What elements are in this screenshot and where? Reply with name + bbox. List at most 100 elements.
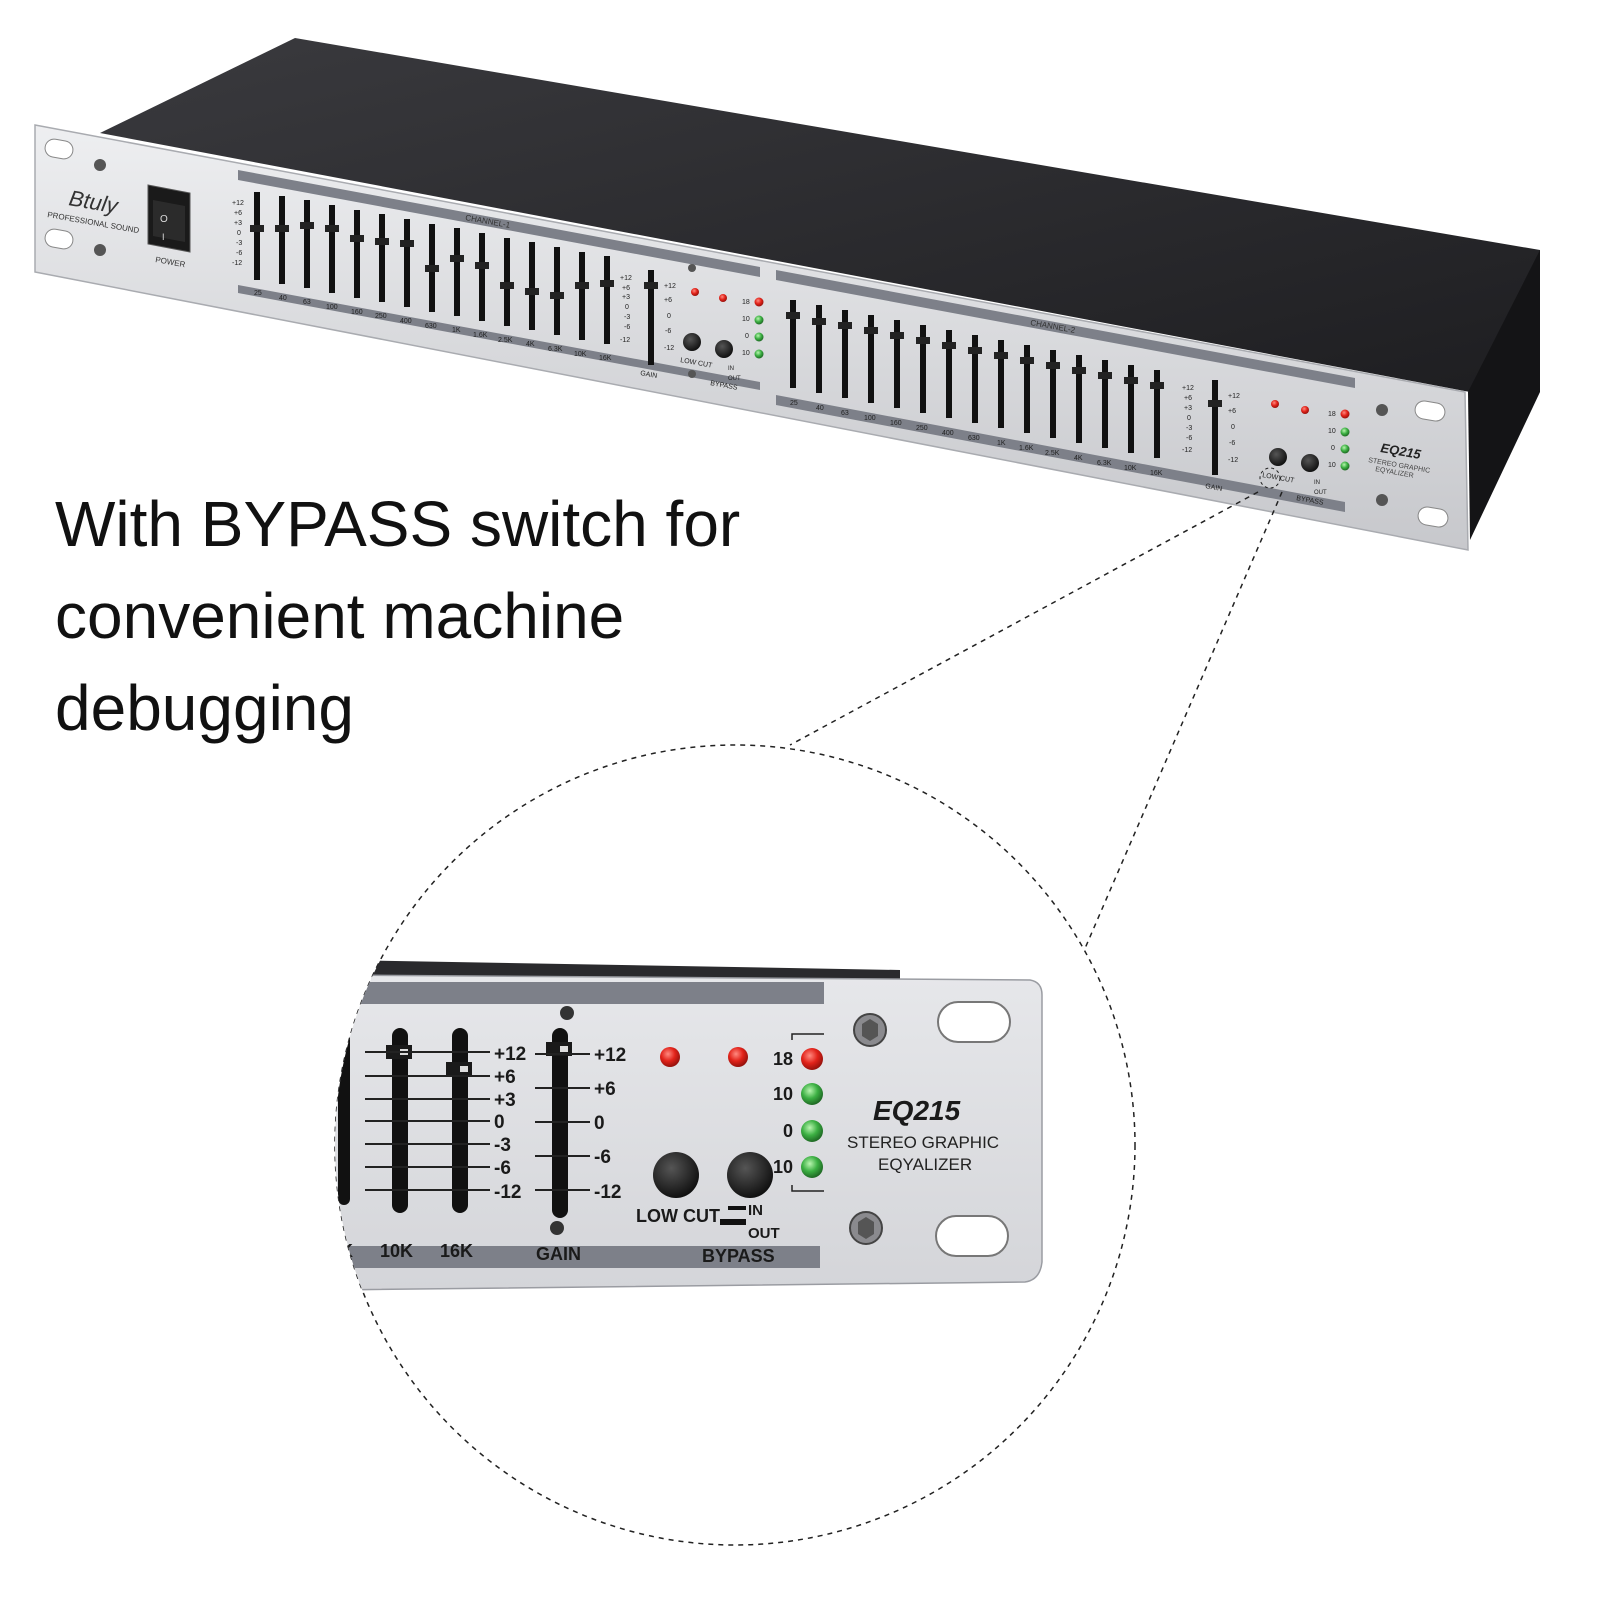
zoom-lowcut-button[interactable] <box>653 1152 699 1198</box>
svg-text:0: 0 <box>1231 424 1235 431</box>
zoom-gain-label: GAIN <box>536 1244 581 1264</box>
channel2-slider-9[interactable] <box>994 340 1008 428</box>
channel1-slider-7[interactable] <box>400 219 414 307</box>
svg-text:100: 100 <box>326 304 338 311</box>
svg-text:1K: 1K <box>997 440 1006 447</box>
channel2-bypass-label: BYPASS <box>1296 495 1325 507</box>
channel1-gain-slider[interactable] <box>644 270 658 365</box>
channel1-slider-13[interactable] <box>550 247 564 335</box>
channel1-slider-5[interactable] <box>350 210 364 298</box>
svg-text:18: 18 <box>742 299 750 306</box>
channel1-slider-12[interactable] <box>525 242 539 330</box>
svg-text:10: 10 <box>742 316 750 323</box>
front-panel <box>34 124 1469 551</box>
svg-text:+12: +12 <box>1182 385 1194 392</box>
channel2-slider-5[interactable] <box>890 320 904 408</box>
channel2-slider-2[interactable] <box>812 305 826 393</box>
svg-text:0: 0 <box>1187 415 1191 422</box>
svg-text:2.5K: 2.5K <box>1045 450 1060 457</box>
channel2-slider-13[interactable] <box>1098 360 1112 448</box>
channel2-bypass-led <box>1301 406 1309 414</box>
channel1-slider-2[interactable] <box>275 196 289 284</box>
svg-text:4K: 4K <box>526 341 535 348</box>
channel2-top-strip <box>776 270 1355 388</box>
svg-text:6.3K: 6.3K <box>548 346 563 353</box>
svg-text:-12: -12 <box>1182 447 1192 454</box>
svg-text:10: 10 <box>773 1084 793 1104</box>
svg-text:+3: +3 <box>494 1090 516 1111</box>
zoom-bypass-button[interactable] <box>727 1152 773 1198</box>
channel2-slider-12[interactable] <box>1072 355 1086 443</box>
svg-text:16K: 16K <box>1150 470 1163 477</box>
channel1-slider-8[interactable] <box>425 224 439 312</box>
channel1-slider-3[interactable] <box>300 200 314 288</box>
channel1-slider-10[interactable] <box>475 233 489 321</box>
svg-text:-3: -3 <box>1186 425 1192 432</box>
channel1-lowcut-button[interactable] <box>683 333 701 351</box>
svg-text:4K: 4K <box>1074 455 1083 462</box>
svg-text:25: 25 <box>790 400 798 407</box>
svg-text:160: 160 <box>351 309 363 316</box>
channel2-slider-7[interactable] <box>942 330 956 418</box>
channel1-bypass-button[interactable] <box>715 340 733 358</box>
svg-text:+6: +6 <box>1184 395 1192 402</box>
channel1-out-label: OUT <box>728 376 741 382</box>
svg-text:25: 25 <box>254 290 262 297</box>
channel1-lowcut-led <box>691 288 699 296</box>
svg-text:+12: +12 <box>594 1045 626 1066</box>
screw-icon <box>688 264 696 272</box>
channel2-bypass-button[interactable] <box>1301 454 1319 472</box>
svg-text:-6: -6 <box>594 1147 611 1168</box>
screw-icon <box>688 370 696 378</box>
svg-text:+3: +3 <box>234 220 242 227</box>
svg-text:160: 160 <box>890 420 902 427</box>
svg-text:-6: -6 <box>624 324 630 331</box>
zoom-slider-partial[interactable] <box>338 1030 350 1205</box>
svg-text:0: 0 <box>494 1112 505 1133</box>
channel1-gain-scale: +12 +6 0 -6 -12 <box>664 283 676 352</box>
channel1-slider-14[interactable] <box>575 252 589 340</box>
power-switch[interactable]: O I <box>147 184 191 253</box>
channel2-meter: 18 10 0 10 <box>1328 409 1350 471</box>
svg-text:0: 0 <box>594 1113 605 1134</box>
svg-text:6.3K: 6.3K <box>1097 460 1112 467</box>
channel2-slider-4[interactable] <box>864 315 878 403</box>
channel1-bypass-led <box>719 294 727 302</box>
channel2-slider-11[interactable] <box>1046 350 1060 438</box>
svg-text:+12: +12 <box>664 283 676 290</box>
channel2-slider-6[interactable] <box>916 325 930 413</box>
caption-line-3: debugging <box>55 672 354 744</box>
channel2-slider-14[interactable] <box>1124 365 1138 453</box>
channel1-slider-6[interactable] <box>375 214 389 302</box>
screw-icon <box>560 1006 574 1020</box>
channel1-slider-11[interactable] <box>500 238 514 326</box>
svg-text:+3: +3 <box>622 294 630 301</box>
channel2-gain-slider[interactable] <box>1208 380 1222 475</box>
svg-text:10: 10 <box>1328 428 1336 435</box>
svg-text:10K: 10K <box>574 351 587 358</box>
svg-text:+6: +6 <box>494 1067 516 1088</box>
channel1-db-scale: +12 +6 +3 0 -3 -6 -12 <box>232 200 244 267</box>
svg-text:10: 10 <box>1328 462 1336 469</box>
zoom-meter: 18 10 0 10 <box>773 1033 824 1192</box>
zoom-in-label: IN <box>748 1202 763 1219</box>
channel1-slider-9[interactable] <box>450 228 464 316</box>
channel2-slider-15[interactable] <box>1150 370 1164 458</box>
channel1-slider-15[interactable] <box>600 256 614 344</box>
channel2-slider-10[interactable] <box>1020 345 1034 433</box>
channel1-slider-1[interactable] <box>250 192 264 280</box>
zoom-lowcut-label: LOW CUT <box>636 1206 720 1226</box>
svg-text:400: 400 <box>942 430 954 437</box>
svg-text:-12: -12 <box>620 337 630 344</box>
channel2-slider-3[interactable] <box>838 310 852 398</box>
channel2-slider-1[interactable] <box>786 300 800 388</box>
channel2-slider-8[interactable] <box>968 335 982 423</box>
svg-text:10K: 10K <box>380 1241 413 1261</box>
channel2-lowcut-button[interactable] <box>1269 448 1287 466</box>
svg-text:+12: +12 <box>1228 393 1240 400</box>
chassis-side <box>1468 250 1540 540</box>
channel1-slider-4[interactable] <box>325 205 339 293</box>
svg-text:10: 10 <box>773 1157 793 1177</box>
